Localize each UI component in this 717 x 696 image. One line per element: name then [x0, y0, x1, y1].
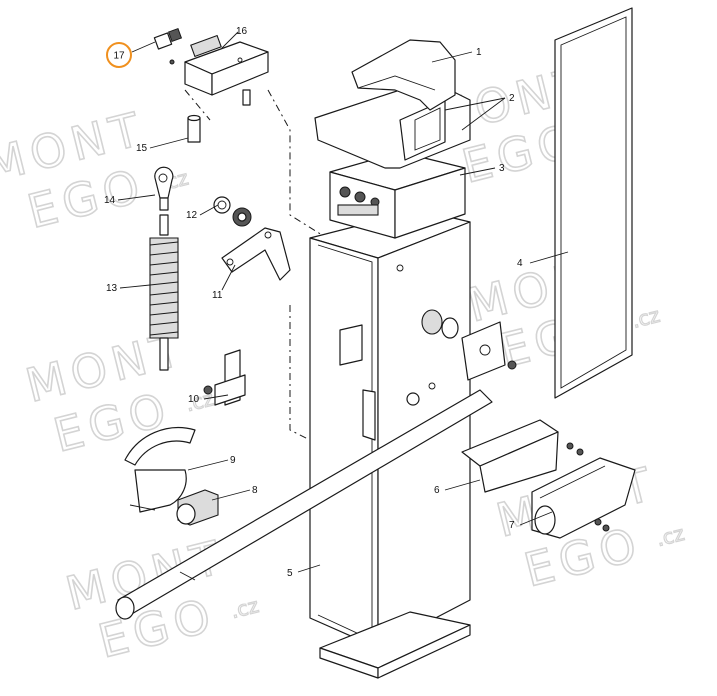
callout-8: 8 [252, 485, 258, 496]
callout-5: 5 [287, 568, 293, 579]
part-13-spring [149, 214, 179, 371]
part-8-handle [176, 489, 219, 526]
callout-2: 2 [509, 93, 515, 104]
callout-labels: 1 2 3 4 5 6 7 8 9 10 11 12 13 14 15 16 1… [104, 26, 523, 579]
callout-12: 12 [186, 210, 198, 221]
beam-tube [115, 389, 493, 620]
part-15-bolt [187, 114, 201, 143]
callout-9: 9 [230, 455, 236, 466]
callout-15: 15 [136, 143, 148, 154]
callout-17-highlight-ring [106, 42, 132, 68]
watermark-suffix: .cz [228, 593, 261, 623]
callout-14: 14 [104, 195, 116, 206]
part-12-washers [213, 196, 252, 227]
callout-11: 11 [212, 290, 223, 301]
watermark-suffix: .cz [629, 303, 662, 333]
callout-7: 7 [509, 520, 515, 531]
part-4-side-panel [554, 7, 633, 399]
callout-10: 10 [188, 394, 200, 405]
part-1-top-cap [351, 39, 456, 111]
part-6-bracket [461, 419, 584, 493]
callout-1: 1 [476, 47, 482, 58]
part-9-arc-plate [124, 427, 196, 513]
part-10-limit-bracket [203, 349, 246, 406]
watermark-middle-left: MONT EGO .cz [20, 320, 217, 463]
part-11-lever [221, 227, 291, 281]
callout-3: 3 [499, 163, 505, 174]
part-14-eye-end [154, 166, 174, 211]
watermark-suffix: .cz [654, 521, 687, 551]
callout-17: 17 [113, 51, 125, 62]
callout-13: 13 [106, 283, 118, 294]
callout-6: 6 [434, 485, 440, 496]
part-17-clip [153, 27, 183, 65]
shaft-assembly [421, 309, 517, 381]
callout-16: 16 [236, 26, 248, 37]
callout-4: 4 [517, 258, 523, 269]
leader-lines [117, 31, 569, 573]
part-2-cover-shell [314, 89, 471, 169]
part-16-bracket [184, 34, 269, 106]
